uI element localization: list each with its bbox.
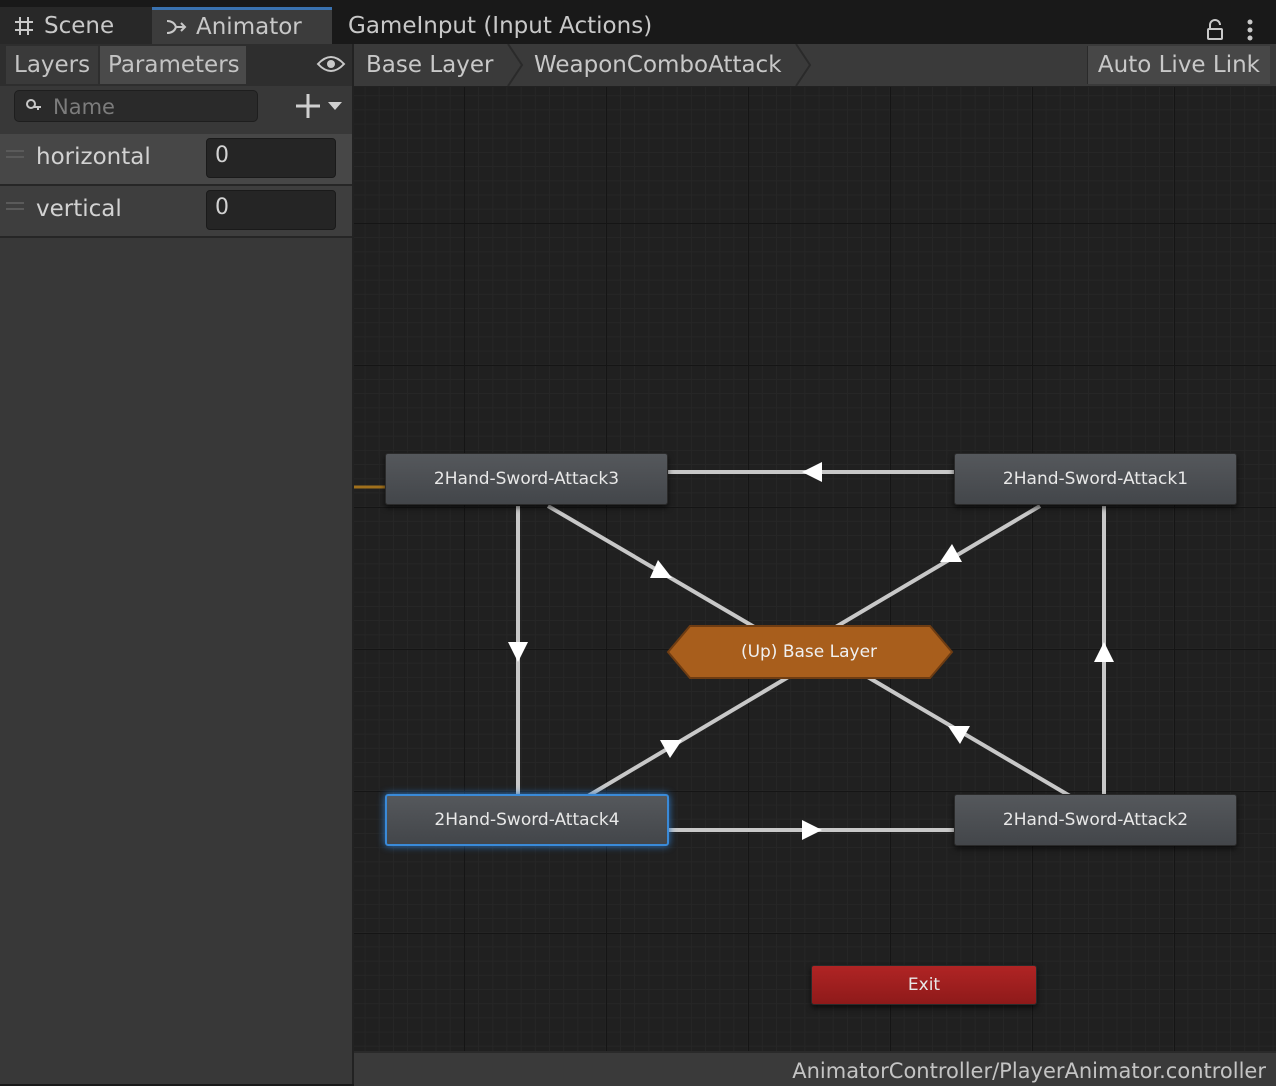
lock-icon[interactable]	[1206, 19, 1224, 41]
tab-parameters[interactable]: Parameters	[100, 46, 246, 84]
tab-animator[interactable]: Animator	[152, 7, 332, 44]
tab-layers[interactable]: Layers	[6, 46, 99, 84]
parameter-row[interactable]: horizontal 0	[0, 134, 352, 186]
breadcrumb-base-layer[interactable]: Base Layer	[366, 52, 494, 78]
up-base-layer-node-shape[interactable]	[666, 625, 954, 679]
more-options-icon[interactable]	[1246, 19, 1254, 41]
transition-attack3-to-up[interactable]	[546, 504, 758, 630]
exit-node[interactable]: Exit	[811, 965, 1037, 1005]
parameter-name: horizontal	[36, 144, 151, 170]
tab-scene-label: Scene	[44, 12, 115, 39]
tab-scene[interactable]: Scene	[0, 7, 152, 44]
window-top-strip	[0, 0, 1276, 7]
up-base-layer-node[interactable]: (Up) Base Layer	[740, 642, 878, 662]
state-node-attack3[interactable]: 2Hand-Sword-Attack3	[385, 453, 668, 505]
auto-live-link-button[interactable]: Auto Live Link	[1086, 46, 1270, 84]
transition-arrow	[802, 820, 822, 840]
chevron-right-icon	[507, 44, 524, 86]
search-input[interactable]	[51, 93, 255, 121]
transition-attack2-to-up[interactable]	[864, 674, 1072, 798]
transition-arrow	[1094, 642, 1114, 662]
drag-handle-icon[interactable]	[6, 202, 24, 210]
state-node-attack1[interactable]: 2Hand-Sword-Attack1	[954, 453, 1237, 505]
state-machine-graph[interactable]	[354, 87, 1276, 1051]
transition-arrow	[660, 740, 682, 758]
transition-arrow	[508, 642, 528, 662]
transition-up-to-attack1[interactable]	[832, 504, 1042, 630]
transition-arrow	[940, 544, 962, 562]
controller-path: AnimatorController/PlayerAnimator.contro…	[792, 1059, 1266, 1083]
transition-arrow	[650, 560, 672, 578]
parameters-panel: Layers Parameters horizontal 0 vertical …	[0, 44, 354, 1084]
tab-animator-label: Animator	[196, 14, 302, 40]
status-bar: AnimatorController/PlayerAnimator.contro…	[354, 1051, 1276, 1086]
chevron-right-icon	[795, 44, 812, 86]
state-node-attack4[interactable]: 2Hand-Sword-Attack4	[385, 794, 669, 846]
panel-tabs: Layers Parameters	[0, 44, 352, 87]
breadcrumb-weapon-combo-attack[interactable]: WeaponComboAttack	[534, 52, 782, 78]
drag-handle-icon[interactable]	[6, 150, 24, 158]
breadcrumb: Base Layer WeaponComboAttack Auto Live L…	[354, 44, 1276, 87]
grid-icon	[15, 16, 33, 35]
animator-icon	[166, 20, 187, 34]
parameter-value-field[interactable]: 0	[206, 138, 336, 178]
tab-input-actions[interactable]: GameInput (Input Actions)	[332, 7, 688, 44]
transition-attack4-to-up[interactable]	[586, 674, 792, 798]
parameter-name: vertical	[36, 196, 122, 222]
transition-arrow	[802, 462, 822, 482]
state-node-attack2[interactable]: 2Hand-Sword-Attack2	[954, 794, 1237, 846]
tab-input-actions-label: GameInput (Input Actions)	[348, 12, 653, 39]
parameter-row[interactable]: vertical 0	[0, 186, 352, 238]
parameter-search-box[interactable]	[14, 90, 258, 122]
add-parameter-button[interactable]	[294, 92, 346, 120]
transition-arrow	[948, 726, 970, 744]
search-icon	[26, 99, 41, 110]
editor-tab-bar: Scene Animator GameInput (Input Actions)	[0, 7, 1276, 45]
parameter-search-row	[0, 86, 352, 132]
parameter-value-field[interactable]: 0	[206, 190, 336, 230]
eye-icon[interactable]	[316, 54, 346, 74]
